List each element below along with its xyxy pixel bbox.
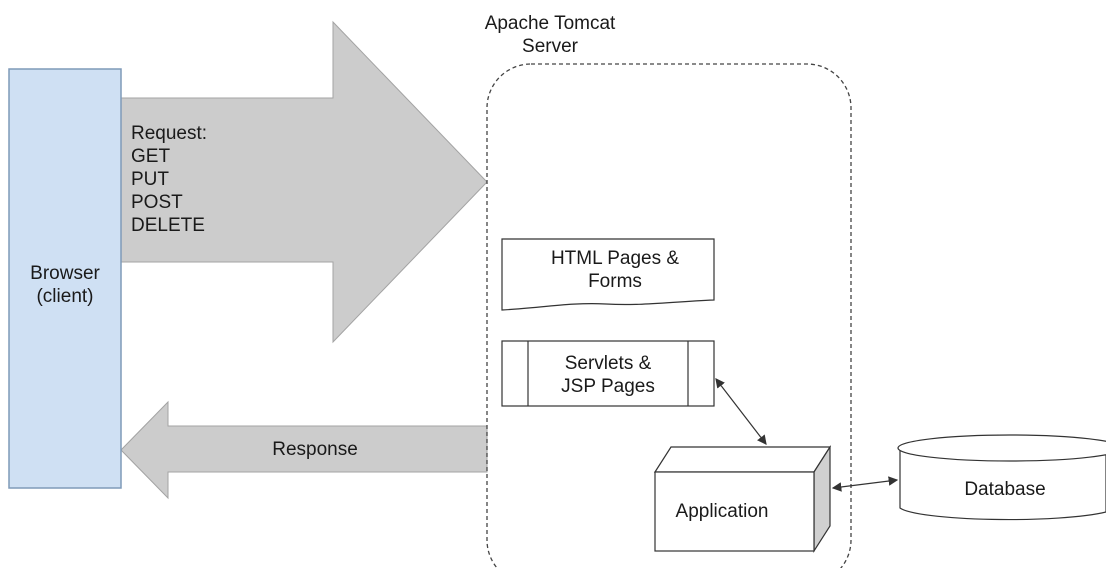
html-pages-label-line2: Forms (588, 271, 642, 292)
server-title-line1: Apache Tomcat (484, 13, 616, 34)
request-arrow (120, 20, 488, 344)
servlets-label-line2: JSP Pages (561, 376, 655, 397)
browser-box (8, 68, 122, 489)
database-cylinder (897, 434, 1106, 521)
request-method-get: GET (131, 146, 171, 167)
request-title: Request: (131, 123, 208, 144)
servlets-label-line1: Servlets & (564, 353, 652, 374)
application-label: Application (675, 501, 769, 522)
server-title-line2: Server (522, 36, 578, 57)
browser-label-line2: (client) (36, 286, 94, 307)
server-title: Apache Tomcat Server (470, 12, 630, 58)
html-pages-label: HTML Pages & Forms (520, 247, 710, 293)
html-pages-document (501, 238, 715, 311)
request-method-post: POST (131, 192, 183, 213)
response-arrow (120, 400, 488, 500)
html-pages-label-line1: HTML Pages & (550, 248, 680, 269)
application-box (653, 444, 832, 554)
database-label: Database (964, 479, 1046, 500)
request-method-put: PUT (131, 169, 169, 190)
browser-label: Browser (client) (10, 262, 120, 308)
request-label-block: Request: GET PUT POST DELETE (131, 122, 207, 237)
tomcat-server-boundary (486, 63, 852, 573)
response-label: Response (272, 439, 358, 460)
application-database-connector (831, 476, 899, 492)
request-method-delete: DELETE (131, 215, 205, 236)
servlets-application-connector (715, 378, 767, 445)
servlets-box (501, 340, 715, 407)
browser-label-line1: Browser (30, 263, 100, 284)
servlets-label: Servlets & JSP Pages (528, 352, 688, 398)
